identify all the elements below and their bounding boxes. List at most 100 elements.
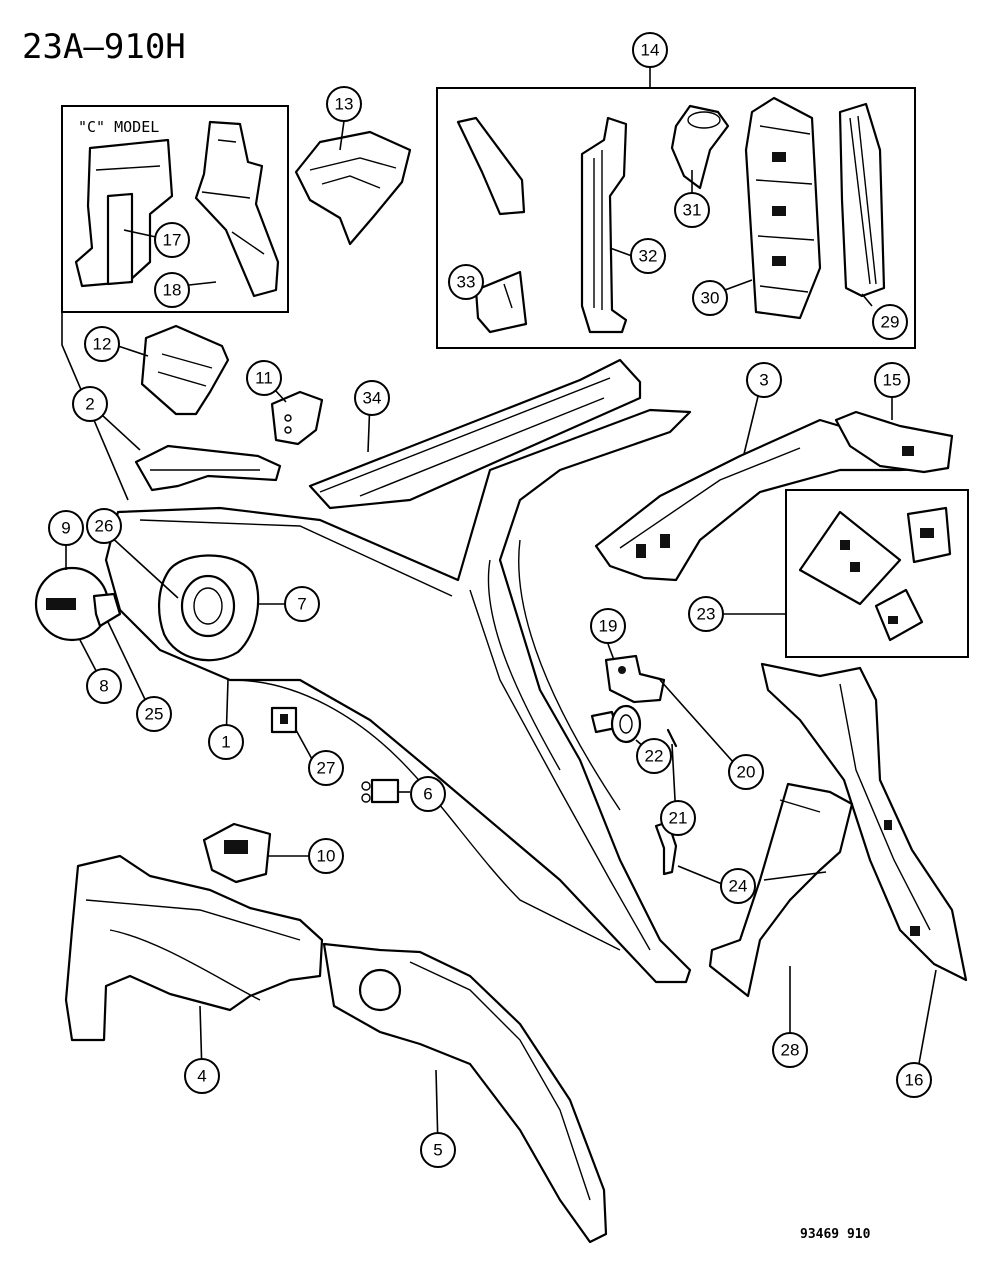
part-4-inner-wheelhouse — [64, 854, 324, 1042]
svg-text:12: 12 — [93, 335, 112, 354]
svg-text:17: 17 — [163, 231, 182, 250]
svg-text:24: 24 — [729, 877, 748, 896]
svg-text:19: 19 — [599, 617, 618, 636]
part-22-striker-bolt — [590, 704, 642, 744]
svg-text:11: 11 — [255, 369, 273, 388]
callout-28: 28 — [772, 1032, 808, 1068]
svg-text:14: 14 — [641, 41, 660, 60]
part-7-fuel-filler-housing — [157, 554, 260, 662]
callout-14: 14 — [632, 32, 668, 68]
part-21-screw — [666, 728, 678, 748]
part-14-group-box — [436, 87, 916, 349]
diagram-title: 23A–910H — [22, 27, 186, 67]
callout-27: 27 — [308, 750, 344, 786]
part-23-brackets — [798, 506, 952, 642]
callout-30: 30 — [692, 280, 728, 316]
callout-26: 26 — [86, 508, 122, 544]
callout-17: 17 — [154, 222, 190, 258]
part-34-roof-rail — [308, 358, 642, 510]
svg-text:3: 3 — [759, 371, 768, 390]
svg-text:26: 26 — [95, 517, 114, 536]
part-1-quarter-panel — [104, 408, 692, 984]
part-6-clip — [361, 778, 400, 804]
callout-19: 19 — [590, 608, 626, 644]
part-19-striker-plate — [604, 654, 666, 704]
callout-1: 1 — [208, 724, 244, 760]
svg-text:8: 8 — [99, 677, 108, 696]
part-25-hinge — [92, 592, 122, 628]
part-28-wheelhouse-inner — [708, 782, 854, 998]
part-15-end-bracket — [834, 410, 954, 474]
part-29-rail — [838, 102, 886, 298]
svg-text:4: 4 — [197, 1067, 206, 1086]
callout-29: 29 — [872, 304, 908, 340]
callout-20: 20 — [728, 754, 764, 790]
part-18-wheelhouse-extension — [194, 120, 280, 298]
callout-15: 15 — [874, 362, 910, 398]
svg-text:9: 9 — [61, 519, 70, 538]
callout-31: 31 — [674, 192, 710, 228]
svg-text:31: 31 — [683, 201, 702, 220]
svg-text:34: 34 — [363, 389, 382, 408]
svg-text:23: 23 — [697, 605, 716, 624]
callout-10: 10 — [308, 838, 344, 874]
callout-21: 21 — [660, 800, 696, 836]
svg-text:22: 22 — [645, 747, 664, 766]
svg-text:25: 25 — [145, 705, 164, 724]
svg-text:30: 30 — [701, 289, 720, 308]
callout-6: 6 — [410, 776, 446, 812]
callout-12: 12 — [84, 326, 120, 362]
part-16-pillar — [760, 662, 968, 982]
svg-text:6: 6 — [423, 785, 432, 804]
callout-8: 8 — [86, 668, 122, 704]
svg-text:13: 13 — [335, 95, 354, 114]
part-2-extension — [134, 444, 282, 492]
callout-11: 11 — [246, 360, 282, 396]
callout-2: 2 — [72, 386, 108, 422]
svg-text:16: 16 — [905, 1071, 924, 1090]
callout-34: 34 — [354, 380, 390, 416]
svg-text:32: 32 — [639, 247, 658, 266]
part-33-bracket — [474, 270, 528, 334]
callout-25: 25 — [136, 696, 172, 732]
callout-3: 3 — [746, 362, 782, 398]
callout-22: 22 — [636, 738, 672, 774]
svg-text:28: 28 — [781, 1041, 800, 1060]
svg-text:21: 21 — [669, 809, 688, 828]
svg-text:5: 5 — [433, 1141, 442, 1160]
svg-text:18: 18 — [163, 281, 182, 300]
part-17-reinforcement — [74, 138, 174, 288]
callout-33: 33 — [448, 264, 484, 300]
svg-text:7: 7 — [297, 595, 306, 614]
c-model-label: "C" MODEL — [78, 118, 159, 136]
part-31-housing — [670, 104, 730, 190]
part-10-bracket — [202, 822, 272, 884]
figure-code: 93469 910 — [800, 1227, 871, 1242]
callout-5: 5 — [420, 1132, 456, 1168]
leader-lines — [65, 66, 937, 1149]
callout-7: 7 — [284, 586, 320, 622]
part-30-panel — [744, 96, 822, 320]
svg-text:29: 29 — [881, 313, 900, 332]
part-23-group-box — [785, 489, 969, 658]
part-5-outer-wheelhouse — [322, 942, 608, 1244]
callout-18: 18 — [154, 272, 190, 308]
callout-4: 4 — [184, 1058, 220, 1094]
part-32-channel — [580, 116, 628, 334]
part-3-inner-panel — [594, 418, 952, 582]
callout-13: 13 — [326, 86, 362, 122]
svg-text:1: 1 — [221, 733, 230, 752]
callout-9: 9 — [48, 510, 84, 546]
callout-23: 23 — [688, 596, 724, 632]
svg-text:10: 10 — [317, 847, 336, 866]
svg-text:20: 20 — [737, 763, 756, 782]
svg-text:2: 2 — [85, 395, 94, 414]
c-model-inset-box — [61, 105, 289, 313]
part-14-upper-bracket — [456, 116, 526, 216]
inset-pointer-line — [61, 312, 129, 501]
callout-32: 32 — [630, 238, 666, 274]
callout-16: 16 — [896, 1062, 932, 1098]
part-13-bracket — [294, 130, 412, 246]
svg-text:15: 15 — [883, 371, 902, 390]
